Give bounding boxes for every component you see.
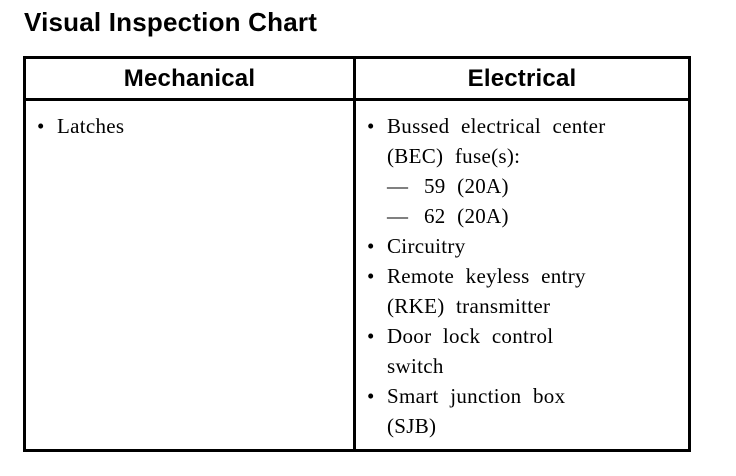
- list-item: — 59 (20A): [387, 171, 680, 201]
- bullet-marker: •: [37, 114, 45, 138]
- list-item-line: Latches: [57, 114, 125, 138]
- list-item-line: Smart junction box: [387, 384, 566, 408]
- list-item-line: (SJB): [387, 414, 437, 438]
- list-item: — 62 (20A): [387, 201, 680, 231]
- list-item-line: Circuitry: [387, 234, 466, 258]
- column-header-electrical: Electrical: [356, 59, 688, 101]
- bullet-marker: •: [367, 114, 375, 138]
- list-item-line: Door lock control: [387, 324, 554, 348]
- dash-marker: —: [387, 174, 409, 198]
- list-item-line: Bussed electrical center: [387, 114, 606, 138]
- bullet-marker: •: [367, 264, 375, 288]
- list-item: • Smart junction box (SJB): [367, 381, 680, 441]
- bullet-marker: •: [367, 384, 375, 408]
- column-header-mechanical: Mechanical: [26, 59, 356, 101]
- list-item-line: (BEC) fuse(s):: [387, 144, 521, 168]
- page-title: Visual Inspection Chart: [24, 7, 318, 37]
- list-item-line: (RKE) transmitter: [387, 294, 551, 318]
- dash-marker: —: [387, 204, 409, 228]
- list-item-line: 59 (20A): [424, 174, 509, 198]
- list-item: • Circuitry: [367, 231, 680, 261]
- list-item-line: 62 (20A): [424, 204, 509, 228]
- visual-inspection-table: Mechanical Electrical • Latches • Bussed…: [23, 56, 691, 452]
- mechanical-cell: • Latches: [26, 101, 356, 449]
- list-item: • Bussed electrical center (BEC) fuse(s)…: [367, 111, 680, 171]
- list-item: • Latches: [37, 111, 345, 141]
- list-item: • Remote keyless entry (RKE) transmitter: [367, 261, 680, 321]
- list-item-line: Remote keyless entry: [387, 264, 586, 288]
- bullet-marker: •: [367, 324, 375, 348]
- list-item: • Door lock control switch: [367, 321, 680, 381]
- list-item-line: switch: [387, 354, 444, 378]
- bullet-marker: •: [367, 234, 375, 258]
- electrical-cell: • Bussed electrical center (BEC) fuse(s)…: [356, 101, 688, 449]
